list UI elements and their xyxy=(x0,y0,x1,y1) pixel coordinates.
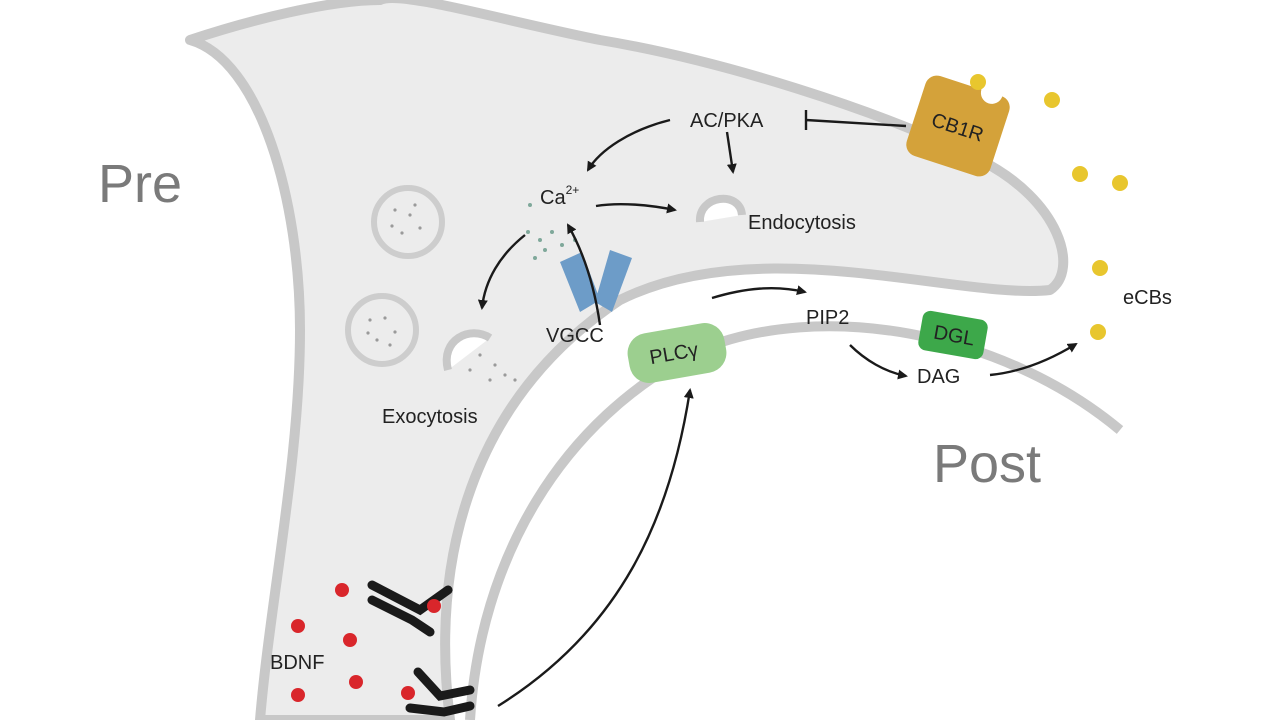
presynaptic-membrane xyxy=(185,0,1069,720)
vgcc-label: VGCC xyxy=(546,325,604,347)
trkb-receptor xyxy=(405,667,475,717)
plcy-enzyme xyxy=(627,323,727,383)
bdnf-dot xyxy=(427,599,441,613)
postsynaptic-membrane xyxy=(465,321,1124,720)
arrow-ca-exocytosis xyxy=(477,234,526,310)
ecb-dot xyxy=(1092,260,1108,276)
bdnf-dot xyxy=(401,686,415,700)
bdnf-label: BDNF xyxy=(270,652,324,674)
arrow-acpka-endocytosis xyxy=(725,131,737,174)
exocytosis-label: Exocytosis xyxy=(382,406,478,428)
cb1r-receptor: CB1R xyxy=(906,75,1010,177)
ecb-dot xyxy=(1072,166,1088,182)
ecbs-label: eCBs xyxy=(1123,287,1172,309)
ecb-dot xyxy=(1090,324,1106,340)
bdnf-dot xyxy=(335,583,349,597)
post-label: Post xyxy=(933,434,1041,494)
exocytosis-pit xyxy=(442,329,493,372)
dag-label: DAG xyxy=(917,366,960,388)
endocytosis-label: Endocytosis xyxy=(748,212,856,234)
calcium-label: Ca2+ xyxy=(540,183,579,209)
ecb-dot xyxy=(970,74,986,90)
dgl-enzyme xyxy=(918,310,988,360)
bdnf-dot xyxy=(349,675,363,689)
arrow-dag-ecbs xyxy=(989,342,1078,377)
trkb-receptor xyxy=(367,580,453,637)
bdnf-dot xyxy=(291,688,305,702)
arrow-plcy-pip2 xyxy=(711,285,807,300)
bdnf-dot xyxy=(291,619,305,633)
arrow-pip2-dag xyxy=(849,344,908,380)
endocytosis-pit xyxy=(696,194,746,223)
bdnf-dot xyxy=(343,633,357,647)
ac-pka-label: AC/PKA xyxy=(690,110,764,132)
vgcc-channel xyxy=(560,250,632,312)
ecb-dots xyxy=(970,74,1128,340)
pip2-label: PIP2 xyxy=(806,307,849,329)
arrow-vgcc-ca xyxy=(566,223,602,326)
ecb-dot xyxy=(1112,175,1128,191)
bdnf-dots xyxy=(291,583,441,702)
arrow-ca-endocytosis xyxy=(595,202,677,214)
arrow-acpka-ca xyxy=(586,118,671,172)
synaptic-vesicle xyxy=(371,185,445,259)
pre-label: Pre xyxy=(98,154,182,214)
ecb-dot xyxy=(1044,92,1060,108)
inhibit-cb1r-acpka xyxy=(804,110,907,130)
vesicle-specks xyxy=(366,203,422,347)
synaptic-vesicle xyxy=(345,293,419,367)
exocytosis-specks xyxy=(468,353,517,382)
arrow-bdnf-plcy xyxy=(497,388,694,708)
